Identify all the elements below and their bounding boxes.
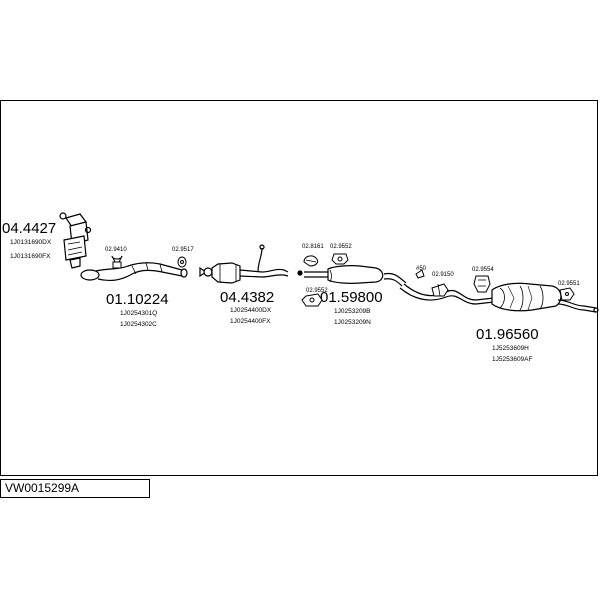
oe-number: 1J0254400DX [230, 307, 272, 314]
fitting-label: 02.8161 [302, 244, 324, 250]
fitting-9517-drawing[interactable] [177, 256, 187, 268]
fitting-label: 02.9410 [105, 247, 127, 253]
fitting-label: 02.9551 [558, 281, 580, 287]
fitting-50-drawing[interactable] [415, 269, 425, 279]
fitting-label: 02.9517 [172, 247, 194, 253]
fitting-label: 02.9554 [472, 267, 494, 273]
mid-silencer-drawing[interactable] [297, 265, 407, 287]
front-pipe-drawing[interactable] [80, 262, 188, 281]
part-number-04-4382: 04.4382 [220, 289, 274, 306]
oe-number: 1J0131690DX [10, 239, 52, 246]
oe-number: 1J0253209N [334, 319, 371, 326]
oe-number: 1J0131690FX [10, 253, 51, 260]
oe-number: 1J0254400FX [230, 318, 271, 325]
set-code-box: VW0015299A [0, 479, 150, 498]
fitting-9552-upper-drawing[interactable] [331, 253, 349, 265]
part-number-04-4427: 04.4427 [2, 220, 56, 237]
catalyst-mid-drawing[interactable] [199, 244, 289, 284]
fitting-9552-lower-drawing[interactable] [301, 293, 323, 307]
oe-number: 1J5253609AF [492, 356, 533, 363]
catalyst-front-drawing[interactable] [59, 212, 92, 269]
oe-number: 1J0253209B [334, 308, 371, 315]
part-number-01-96560: 01.96560 [476, 326, 539, 343]
oe-number: 1J5253609H [492, 345, 529, 352]
rear-silencer-drawing[interactable] [491, 282, 599, 313]
set-code: VW0015299A [5, 481, 80, 495]
oe-number: 1J0254301Q [120, 310, 157, 317]
fitting-9551-drawing[interactable] [559, 287, 575, 301]
diagram-frame [0, 100, 598, 476]
fitting-label: 02.9150 [432, 272, 454, 278]
oe-number: 1J0254302C [120, 321, 157, 328]
fitting-label: 02.9552 [306, 288, 328, 294]
fitting-9150-drawing[interactable] [431, 283, 449, 297]
part-number-01-10224: 01.10224 [106, 291, 169, 308]
part-number-01-59800: 01.59800 [320, 289, 383, 306]
fitting-9410-drawing[interactable] [111, 255, 123, 269]
fitting-9554-drawing[interactable] [473, 275, 491, 293]
fitting-label: 02.9552 [330, 244, 352, 250]
fitting-8161-drawing[interactable] [303, 255, 319, 267]
fitting-label: #50 [416, 266, 427, 272]
